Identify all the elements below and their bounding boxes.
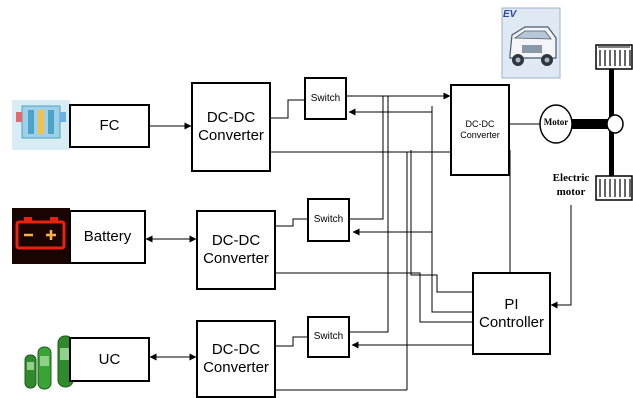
dcdc-converter-motor: DC-DC Converter xyxy=(450,84,510,176)
switch-label: Switch xyxy=(313,214,344,225)
dcdc-converter-battery: DC-DC Converter xyxy=(196,210,276,290)
dcdc-line1: DC-DC xyxy=(211,341,261,358)
axle-shaft xyxy=(572,119,612,129)
line-dcdc-switch-battery xyxy=(276,218,308,227)
uc-label: UC xyxy=(98,350,121,368)
line-feedback-battery xyxy=(276,272,473,323)
arrow-control-switch-fc xyxy=(348,106,433,116)
dcdc-line2: Converter xyxy=(460,130,500,140)
fc-block: FC xyxy=(69,104,150,148)
arrow-motor-feedback-controller xyxy=(550,205,572,309)
ultracapacitor-icon xyxy=(24,335,74,390)
battery-icon xyxy=(12,208,70,264)
dcdc-line2: Converter xyxy=(203,250,269,267)
dcdc-converter-fc: DC-DC Converter xyxy=(191,82,271,172)
electric-motor-label: Electric motor xyxy=(545,172,597,200)
line-switch-uc-bus xyxy=(350,96,389,333)
arrow-control-switch-battery xyxy=(352,228,473,313)
wheel-axle-icon xyxy=(595,44,633,201)
pi-line2: Controller xyxy=(478,313,545,331)
switch-battery: Switch xyxy=(307,198,350,242)
fuel-cell-icon xyxy=(12,100,70,150)
dcdc-line1: DC-DC xyxy=(206,109,256,126)
electric-motor-line2: motor xyxy=(556,185,586,198)
uc-block: UC xyxy=(69,337,150,382)
dcdc-line2: Converter xyxy=(198,127,264,144)
switch-uc: Switch xyxy=(307,316,350,358)
switch-fc: Switch xyxy=(304,77,347,120)
electric-motor-line1: Electric xyxy=(552,172,590,184)
dcdc-line1: DC-DC xyxy=(465,119,495,130)
differential xyxy=(606,114,624,134)
switch-label: Switch xyxy=(313,331,344,342)
line-switch-battery-bus xyxy=(350,96,384,220)
ev-car-icon xyxy=(501,7,561,79)
battery-label: Battery xyxy=(83,228,132,245)
fc-label: FC xyxy=(99,117,120,134)
line-dcdc-switch-fc xyxy=(271,99,305,119)
switch-label: Switch xyxy=(310,92,341,104)
ev-badge: EV xyxy=(503,9,517,20)
line-dcdc-switch-uc xyxy=(276,336,308,347)
dcdc-line1: DC-DC xyxy=(211,232,261,249)
dcdc-line2: Converter xyxy=(203,359,269,376)
dcdc-converter-uc: DC-DC Converter xyxy=(196,320,276,398)
motor-label: Motor xyxy=(543,117,569,127)
pi-controller-block: PI Controller xyxy=(472,272,551,355)
line-feedback-bus xyxy=(410,150,473,293)
pi-line1: PI xyxy=(504,295,519,313)
battery-block: Battery xyxy=(69,210,146,264)
